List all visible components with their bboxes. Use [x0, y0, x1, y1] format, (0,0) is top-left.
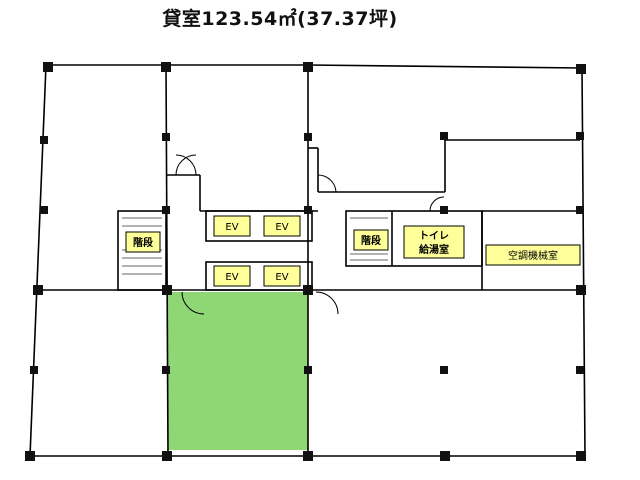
elevator-label-2: EV: [275, 222, 288, 233]
kitchen-label: 給湯室: [419, 243, 449, 256]
elevator-label-4: EV: [275, 272, 288, 283]
toilet-label: トイレ: [419, 230, 449, 242]
columns: [25, 62, 586, 461]
stairs-left-label: 階段: [133, 236, 153, 249]
leased-area[interactable]: [168, 292, 308, 450]
machine-room-label: 空調機械室: [508, 249, 558, 262]
door-swings: [175, 154, 445, 315]
elevator-label-3: EV: [225, 272, 238, 283]
plan-title: 貸室123.54㎡(37.37坪): [162, 8, 398, 30]
stairs-right-label: 階段: [361, 234, 381, 247]
elevator-label-1: EV: [225, 222, 238, 233]
